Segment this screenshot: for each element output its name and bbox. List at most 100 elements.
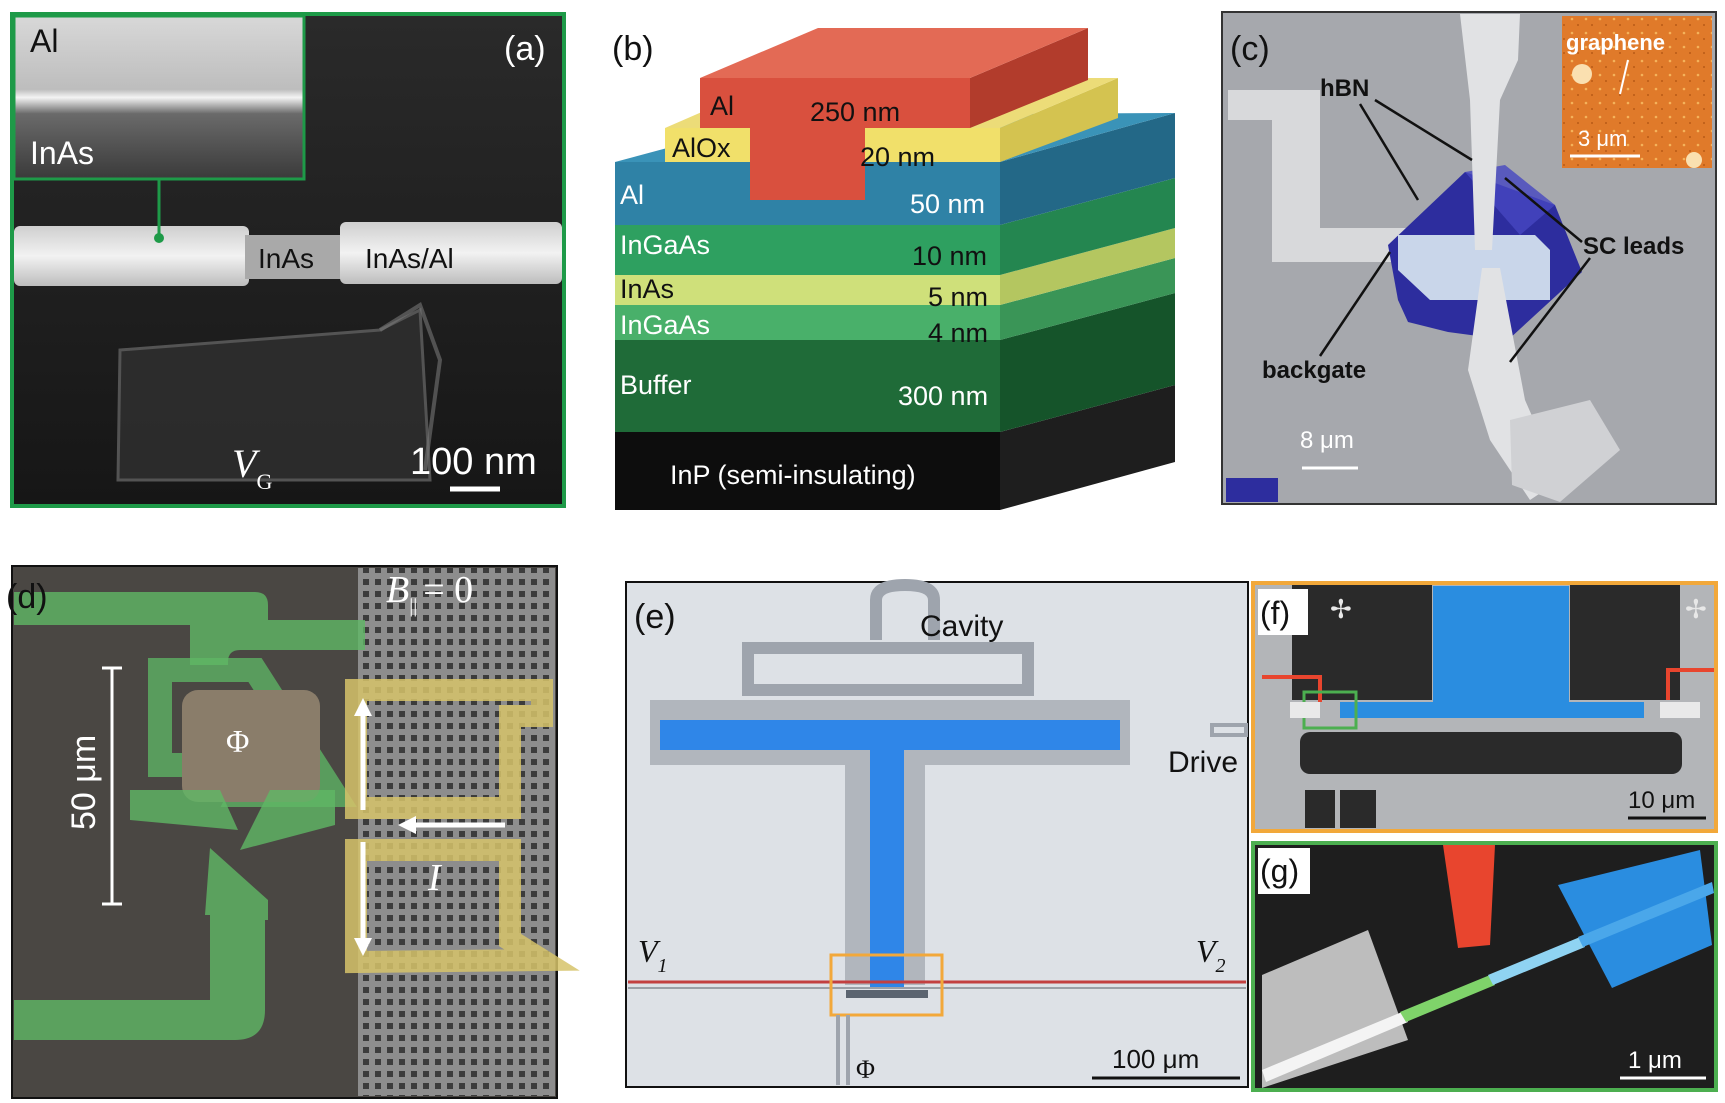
layer-buffer-thickness: 300 nm xyxy=(898,381,988,411)
panel-a-gate-edge xyxy=(378,301,443,471)
layer-ingaas1-name: InGaAs xyxy=(620,230,710,260)
panel-e-junction-pad xyxy=(846,990,928,998)
panel-f-dark-cut-left xyxy=(1292,585,1432,700)
panel-d-yellow-loop-bottom xyxy=(345,839,580,974)
panel-g: (g) 1 μm xyxy=(1251,841,1718,1092)
panel-c-hbn-label: hBN xyxy=(1320,75,1369,102)
panel-c-backgate-finger xyxy=(1398,235,1550,300)
panel-c-afm-arrow xyxy=(1619,59,1629,95)
panel-c-sc-arrow-2 xyxy=(1509,257,1591,363)
panel-e-t-stem xyxy=(870,750,904,988)
panel-d-right-arm xyxy=(240,790,335,850)
panel-e-v2-label: V2 xyxy=(1196,933,1226,977)
panel-b: (b) Al 250 nm AlOx 20 nm Al 50 nm xyxy=(612,28,1175,510)
panel-c-backgate-label: backgate xyxy=(1262,357,1366,384)
layer-inas-side xyxy=(1000,228,1175,305)
panel-c-backgate-arrow xyxy=(1318,251,1392,357)
panel-e-cavity-label: Cavity xyxy=(920,610,1003,643)
layer-al50-side xyxy=(1000,113,1175,225)
panel-a-inset xyxy=(12,14,306,181)
panel-e-cavity-coupler xyxy=(742,642,1034,696)
panel-a-gate-label: VG xyxy=(232,441,272,494)
panel-e-t-bar xyxy=(660,720,1120,750)
panel-c-sc-leads-label: SC leads xyxy=(1583,233,1684,260)
panel-c-scale-label: 8 μm xyxy=(1300,427,1354,454)
panel-c-flake-corner xyxy=(1226,478,1278,502)
panel-f-lower-dark-left xyxy=(1305,790,1335,828)
layer-buffer-front xyxy=(615,340,1000,432)
panel-e-tag: (e) xyxy=(634,598,676,636)
panel-c: graphene 3 μm (c) hBN SC leads backgate … xyxy=(1221,11,1717,505)
panel-a-inset-bottom-label: InAs xyxy=(30,135,94,171)
panel-a: Al InAs (a) InAs InAs/Al VG 100 nm xyxy=(10,12,566,508)
layer-al250-front xyxy=(700,78,970,200)
layer-alox-thickness: 20 nm xyxy=(860,142,935,172)
panel-e-frame xyxy=(625,581,1249,1088)
panel-d-scale-label: 50 μm xyxy=(65,735,103,830)
panel-e-flux-label: Φ xyxy=(856,1055,875,1084)
layer-inp-front xyxy=(615,432,1000,510)
panel-e: (e) Cavity Drive V1 V2 Φ 100 μm xyxy=(625,578,1249,1088)
panel-a-inset-top-label: Al xyxy=(30,23,58,59)
panel-a-wire-shell-label: InAs/Al xyxy=(365,243,454,274)
layer-al50-name: Al xyxy=(620,180,644,210)
panel-c-afm-label: graphene xyxy=(1566,30,1665,55)
panel-c-afm-particle-2 xyxy=(1686,152,1702,168)
panel-c-tag: (c) xyxy=(1230,30,1270,68)
layer-al250-name: Al xyxy=(710,91,734,121)
panel-a-nanowire-core xyxy=(245,235,345,279)
layer-ingaas2-thickness: 4 nm xyxy=(928,318,988,348)
panel-a-wire-bare-label: InAs xyxy=(258,243,314,274)
panel-d-flux-region xyxy=(182,690,320,802)
panel-c-afm-particle xyxy=(1572,64,1592,84)
panel-c-hbn-arrow-2 xyxy=(1374,98,1473,162)
panel-c-backgate-electrode xyxy=(1228,90,1485,262)
panel-e-drive-port xyxy=(1210,723,1248,737)
layer-buffer-side xyxy=(1000,293,1175,432)
panel-d-field-label: B||= 0 xyxy=(386,569,473,617)
panel-g-tag: (g) xyxy=(1260,853,1299,889)
panel-e-v1-label: V1 xyxy=(638,933,668,977)
panel-g-left-contact xyxy=(1262,930,1408,1088)
panel-f-red-lead-left xyxy=(1262,675,1322,702)
panel-a-nanowire-shell-left xyxy=(14,226,249,286)
layer-ingaas2-side xyxy=(1000,258,1175,340)
panel-a-tag: (a) xyxy=(504,30,546,68)
panel-d-yellow-loop-top xyxy=(345,679,553,819)
layer-ingaas2-name: InGaAs xyxy=(620,310,710,340)
panel-f-cross-mark-right: ✢ xyxy=(1685,594,1707,624)
panel-f-tag-bg xyxy=(1258,589,1308,635)
panel-f: ✢ ✢ (f) 10 μm xyxy=(1251,581,1718,833)
panel-g-nanowire-green xyxy=(1400,975,1495,1022)
layer-ingaas1-side xyxy=(1000,178,1175,275)
layer-ingaas2-front xyxy=(615,305,1000,340)
panel-c-bottom-pad xyxy=(1510,400,1620,502)
panel-g-tag-bg xyxy=(1258,848,1310,894)
panel-c-sc-arrow-1 xyxy=(1504,177,1583,243)
panel-e-junction-box xyxy=(829,953,944,1017)
layer-alox-name: AlOx xyxy=(672,133,731,163)
panel-e-drive-label: Drive xyxy=(1168,746,1238,779)
panel-f-dark-cut-right xyxy=(1570,585,1680,700)
panel-d-tag: (d) xyxy=(6,578,48,616)
panel-d-arrow-left-head xyxy=(398,816,416,834)
layer-al250-top xyxy=(700,28,1088,78)
panel-f-scale-label: 10 μm xyxy=(1628,787,1695,814)
panel-d-green-loop xyxy=(14,592,365,665)
panel-a-gate-electrode xyxy=(116,307,432,482)
layer-alox-side xyxy=(1000,78,1118,162)
panel-c-hbn-arrow-1 xyxy=(1358,103,1420,201)
layer-inas-name: InAs xyxy=(620,274,674,304)
panel-g-red-gate xyxy=(1443,845,1495,948)
panel-g-nanowire-white xyxy=(1262,1012,1408,1082)
panel-a-inset-marker xyxy=(154,233,164,243)
layer-al50-thickness: 50 nm xyxy=(910,189,985,219)
panel-f-contact-right xyxy=(1660,702,1700,718)
panel-c-afm-scale-label: 3 μm xyxy=(1578,126,1627,151)
panel-d-current-label: I xyxy=(427,857,443,899)
layer-buffer-name: Buffer xyxy=(620,370,692,400)
panel-c-sc-lead-top xyxy=(1460,14,1520,250)
panel-d: 50 μm (d) Φ I B||= 0 xyxy=(6,565,580,1099)
layer-inp-name: InP (semi-insulating) xyxy=(670,460,916,490)
panel-e-cavity-feed xyxy=(870,578,940,640)
